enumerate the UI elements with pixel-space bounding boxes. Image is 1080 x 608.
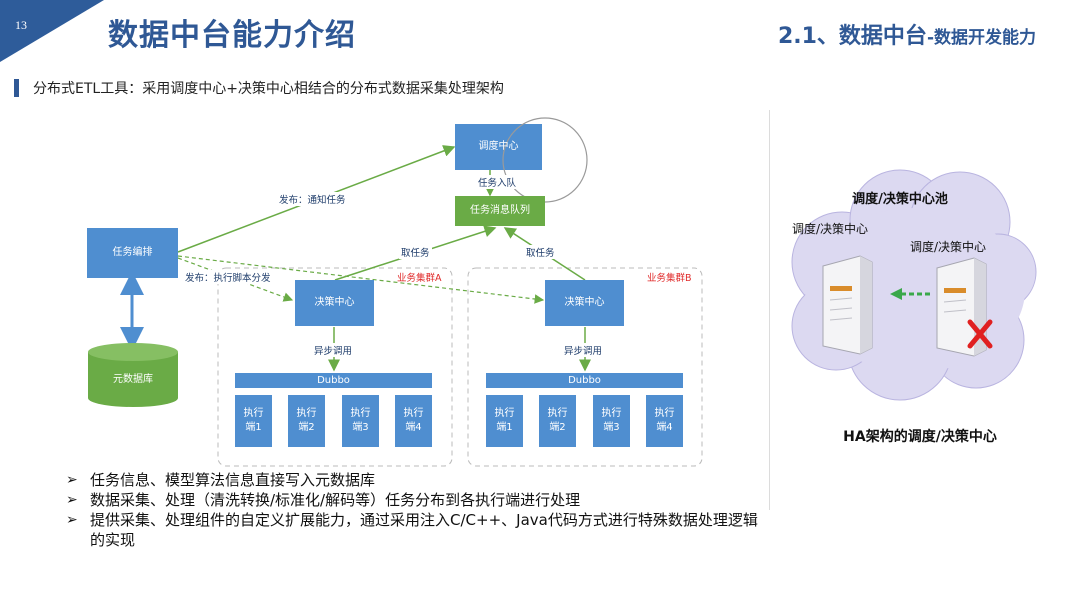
server-left-icon	[822, 255, 873, 355]
cluster-a-label: 业务集群A	[397, 273, 442, 284]
bullet-marker: ➢	[66, 492, 78, 508]
vertical-divider	[769, 110, 770, 510]
ha-pool-label: 调度/决策中心池	[852, 192, 948, 207]
cluster-b-executor-4: 执行 端4	[654, 408, 675, 433]
metadata-db-label: 元数据库	[113, 374, 153, 385]
bullet-marker: ➢	[66, 472, 78, 488]
cluster-a-executor-1: 执行 端1	[243, 408, 264, 433]
bullet-text: 任务信息、模型算法信息直接写入元数据库	[90, 471, 376, 489]
failure-cross-icon	[967, 319, 993, 349]
cluster-a-executor-2: 执行 端2	[296, 408, 317, 433]
bullet-item: ➢ 任务信息、模型算法信息直接写入元数据库	[66, 470, 766, 490]
subheading-bar	[14, 79, 19, 97]
section-title-main: 2.1、数据中台	[777, 24, 927, 49]
page-corner-decoration	[0, 0, 104, 62]
ha-server-right-label: 调度/决策中心	[910, 240, 987, 254]
cluster-b-executor-3: 执行 端3	[601, 408, 622, 433]
task-queue-label: 任务消息队列	[470, 205, 530, 216]
edge-publish-script-label: 发布：执行脚本分发	[183, 270, 273, 284]
failover-arrow-icon	[890, 288, 930, 300]
cluster-b-async-label: 异步调用	[562, 343, 605, 357]
cluster-b-dubbo-label: Dubbo	[568, 374, 601, 386]
scheduler-label: 调度中心	[478, 141, 519, 152]
cluster-a-decision-label: 决策中心	[314, 297, 355, 308]
ha-server-left-label: 调度/决策中心	[792, 222, 869, 236]
edge-fetch-b-label: 取任务	[524, 245, 557, 259]
edge-publish-notify-label: 发布：通知任务	[277, 192, 348, 206]
edge-fetch-a-label: 取任务	[399, 245, 432, 259]
metadata-db-top	[88, 343, 178, 361]
cluster-a-dubbo-label: Dubbo	[317, 374, 350, 386]
cluster-b-decision-label: 决策中心	[564, 297, 605, 308]
subheading-text: 分布式ETL工具：采用调度中心+决策中心相结合的分布式数据采集处理架构	[33, 81, 504, 97]
cluster-a-executor-3: 执行 端3	[350, 408, 371, 433]
cluster-b-executor-2: 执行 端2	[547, 408, 568, 433]
server-right-icon	[936, 257, 987, 357]
cluster-a-executor-4: 执行 端4	[403, 408, 424, 433]
subheading: 分布式ETL工具：采用调度中心+决策中心相结合的分布式数据采集处理架构	[14, 78, 504, 98]
bullet-text: 数据采集、处理（清洗转换/标准化/解码等）任务分布到各执行端进行处理	[90, 491, 581, 509]
bullet-marker: ➢	[66, 512, 78, 528]
section-title-sub: -数据开发能力	[926, 28, 1036, 48]
bullet-text: 提供采集、处理组件的自定义扩展能力，通过采用注入C/C++、Java代码方式进行…	[90, 511, 758, 549]
page-title: 数据中台能力介绍	[108, 18, 356, 53]
cluster-b-label: 业务集群B	[647, 273, 692, 284]
cluster-a-async-label: 异步调用	[312, 343, 355, 357]
ha-caption: HA架构的调度/决策中心	[843, 429, 997, 445]
bullet-item: ➢ 提供采集、处理组件的自定义扩展能力，通过采用注入C/C++、Java代码方式进…	[66, 510, 766, 550]
cluster-b-executor-1: 执行 端1	[494, 408, 515, 433]
bullet-list: ➢ 任务信息、模型算法信息直接写入元数据库 ➢ 数据采集、处理（清洗转换/标准化/解…	[66, 470, 766, 550]
page-number: 13	[15, 18, 27, 32]
edge-enqueue-label: 任务入队	[476, 175, 519, 189]
bullet-item: ➢ 数据采集、处理（清洗转换/标准化/解码等）任务分布到各执行端进行处理	[66, 490, 766, 510]
task-orchestration-label: 任务编排	[112, 247, 153, 258]
section-title: 2.1、数据中台-数据开发能力	[778, 18, 1036, 50]
